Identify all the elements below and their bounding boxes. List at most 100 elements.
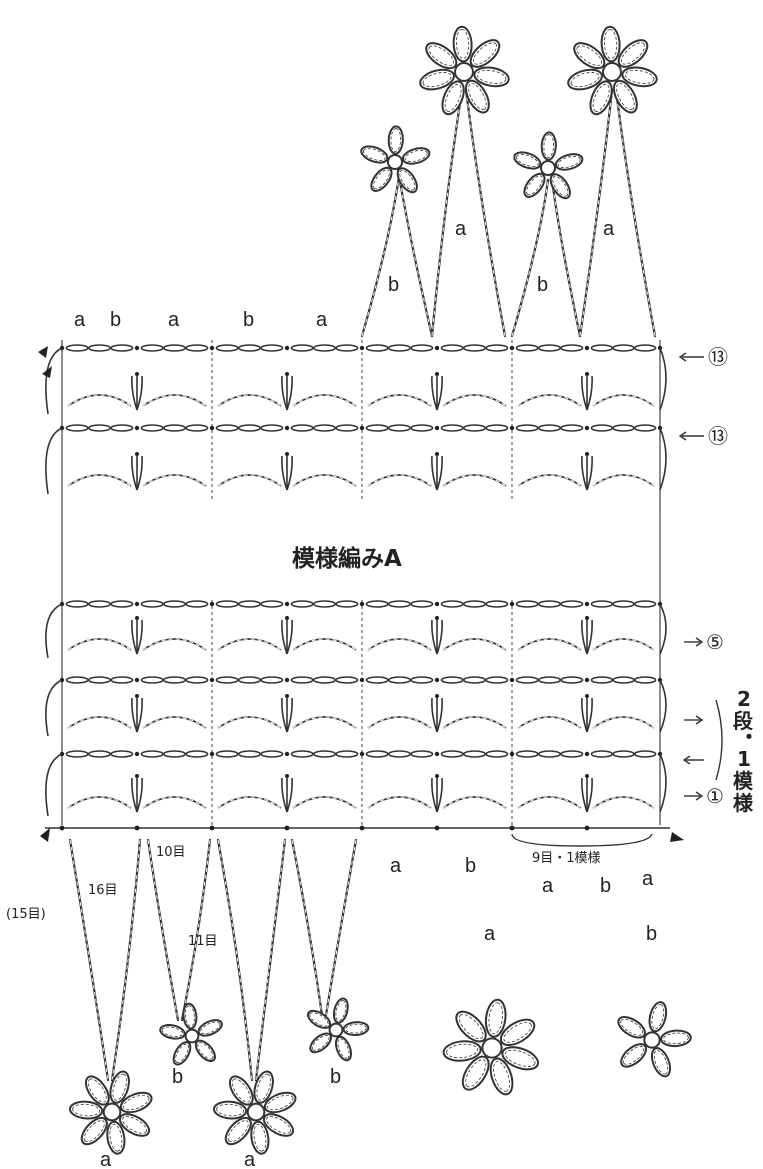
chain-arch <box>292 716 357 729</box>
chain-stitches <box>140 750 209 758</box>
stitch-dot <box>584 601 590 607</box>
chain-stitches <box>440 676 509 684</box>
strand-label: b <box>388 274 399 296</box>
dc-cluster <box>131 694 143 733</box>
repeat-note-vertical: 2 段 ・ 1 模 様 <box>733 687 759 815</box>
stitch-dot <box>359 677 365 683</box>
chain-stitches <box>440 344 509 352</box>
top-label: b <box>110 309 121 331</box>
flower-motif <box>567 25 658 116</box>
chain-arch <box>142 394 207 407</box>
stitch-dot <box>434 751 440 757</box>
dc-cluster <box>131 372 143 411</box>
chain-arch <box>67 474 132 487</box>
flower-motif <box>513 131 584 200</box>
chain-stitches <box>365 750 434 758</box>
top-stitch-labels: a b a b a <box>74 309 328 331</box>
bottom-stitch-labels: a b a b a <box>390 855 654 897</box>
dc-cluster <box>281 372 293 411</box>
stitch-dot <box>509 425 515 431</box>
chain-strand <box>180 838 212 1022</box>
turning-chain <box>45 347 63 415</box>
stitch-dot <box>134 677 140 683</box>
chain-stitches <box>65 600 134 608</box>
foundation-stitch <box>209 825 215 831</box>
dc-cluster <box>281 616 293 655</box>
stitch-dot <box>509 601 515 607</box>
chain-stitches <box>515 424 584 432</box>
flower-label: b <box>330 1066 341 1088</box>
dc-cluster <box>581 694 593 733</box>
flower-label: a <box>100 1149 112 1169</box>
strand-label: b <box>537 274 548 296</box>
chain-stitches <box>140 600 209 608</box>
dc-cluster <box>281 694 293 733</box>
flower-motif <box>419 25 510 116</box>
stitch-dot <box>434 677 440 683</box>
flower-motif <box>442 998 539 1096</box>
repeat-char: ・ <box>739 725 759 749</box>
turning-chain <box>659 347 667 411</box>
chain-strand <box>464 88 507 338</box>
chain-arch <box>292 394 357 407</box>
chain-stitches <box>440 600 509 608</box>
row-marker-5: ⑤ <box>706 630 724 654</box>
foundation-stitch <box>134 825 140 831</box>
chain-stitches <box>440 750 509 758</box>
top-label: a <box>168 309 180 331</box>
top-pattern-block <box>45 340 667 510</box>
dc-cluster <box>431 616 443 655</box>
dc-cluster <box>431 372 443 411</box>
flower-motif <box>212 1070 297 1155</box>
chain-strand <box>430 88 464 338</box>
row-markers: ⑬ ⑬ ⑤ ① 2 段 ・ 1 模 様 <box>678 345 759 815</box>
row-start-marker <box>42 366 52 378</box>
chain-arch <box>217 394 282 407</box>
repeat-char: 2 <box>737 687 751 711</box>
foundation-stitch <box>509 825 515 831</box>
chain-arch <box>67 394 132 407</box>
turning-chain <box>659 427 667 491</box>
stitch-dot <box>509 677 515 683</box>
chain-stitches <box>515 344 584 352</box>
chain-arch <box>292 474 357 487</box>
foundation-stitch <box>284 825 290 831</box>
chain-arch <box>217 638 282 651</box>
repeat-bracket: 9目・1模様 <box>511 833 653 866</box>
dc-cluster <box>581 372 593 411</box>
stitch-dot <box>284 601 290 607</box>
stitch-dot <box>359 601 365 607</box>
dc-cluster <box>581 616 593 655</box>
stitch-dot <box>284 345 290 351</box>
chain-arch <box>517 716 582 729</box>
stitch-dot <box>359 425 365 431</box>
chain-arch <box>442 474 507 487</box>
flower-motif <box>360 125 431 194</box>
foundation-stitch <box>359 825 365 831</box>
turning-chain <box>45 679 63 737</box>
chain-arch <box>292 638 357 651</box>
bottom-label: a <box>390 855 402 877</box>
dc-cluster <box>281 452 293 491</box>
chain-strand <box>578 88 614 338</box>
chain-strand <box>290 838 324 1017</box>
stitch-dot <box>509 345 515 351</box>
chain-arch <box>67 638 132 651</box>
chain-stitches <box>140 424 209 432</box>
chain-stitches <box>140 344 209 352</box>
repeat-char: 模 <box>733 769 754 793</box>
stitch-dot <box>209 677 215 683</box>
pattern-title: 模様編みA <box>292 545 402 572</box>
stitch-dot <box>509 751 515 757</box>
chain-arch <box>367 394 432 407</box>
dc-cluster <box>431 694 443 733</box>
chain-arch <box>517 474 582 487</box>
chain-stitches <box>290 424 359 432</box>
stitch-dot <box>359 345 365 351</box>
dc-cluster <box>131 452 143 491</box>
dc-cluster <box>131 774 143 813</box>
repeat-char: 段 <box>733 709 753 733</box>
chain-stitches <box>365 344 434 352</box>
turning-chain <box>45 753 63 817</box>
flower-motif <box>617 1001 692 1078</box>
